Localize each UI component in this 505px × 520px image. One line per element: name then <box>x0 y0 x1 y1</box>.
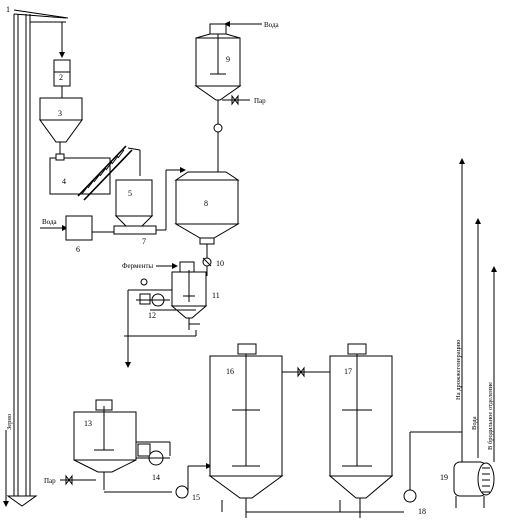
fermentation-tank-16 <box>208 343 330 518</box>
fermentation-tank-17 <box>328 343 394 518</box>
label-11: 11 <box>212 291 220 300</box>
valve-10 <box>202 257 212 276</box>
agitated-vessel-13 <box>60 399 172 493</box>
label-to-fermentation: В бродильное отделение <box>487 382 494 450</box>
label-10: 10 <box>216 259 224 268</box>
label-7: 7 <box>142 237 146 246</box>
label-steam-top: Пар <box>254 97 266 105</box>
label-9: 9 <box>226 55 230 64</box>
label-4: 4 <box>62 177 66 186</box>
label-13: 13 <box>84 419 92 428</box>
label-steam-bottom: Пар <box>44 477 56 485</box>
label-to-yeast-propagation: На дрожжегенерацию <box>455 339 462 400</box>
label-17: 17 <box>344 367 352 376</box>
pump-group-12 <box>124 278 197 366</box>
scale-bunker-3 <box>39 97 83 160</box>
label-grain: Зерно <box>6 414 13 430</box>
pump-group-14 <box>136 443 170 466</box>
label-18: 18 <box>418 507 426 516</box>
agitated-vessel-9 <box>194 21 262 172</box>
label-1: 1 <box>6 5 10 14</box>
label-19: 19 <box>440 473 448 482</box>
agitated-vessel-11 <box>150 261 208 330</box>
label-water-left: Вода <box>42 218 58 226</box>
pipeline-7 <box>113 167 186 235</box>
label-14: 14 <box>152 473 160 482</box>
premixer-4 <box>49 145 141 201</box>
bucket-elevator <box>6 9 69 507</box>
grain-arrow-icon <box>3 501 9 507</box>
water-tank-6 <box>40 215 118 241</box>
label-water-top: Вода <box>264 21 280 29</box>
pump-15 <box>175 463 212 499</box>
label-5: 5 <box>128 189 132 198</box>
heat-exchanger-19 <box>453 158 497 508</box>
label-16: 16 <box>226 367 234 376</box>
label-8: 8 <box>204 199 208 208</box>
flow-arrow-icon <box>125 362 131 368</box>
hopper-2 <box>53 59 71 98</box>
label-6: 6 <box>76 245 80 254</box>
pump-18 <box>246 431 462 513</box>
vessel-5 <box>114 179 154 229</box>
label-3: 3 <box>58 109 62 118</box>
label-2: 2 <box>59 73 63 82</box>
label-15: 15 <box>192 493 200 502</box>
label-enzymes: Ферменты <box>122 262 153 270</box>
main-tank-8 <box>174 171 240 262</box>
label-12: 12 <box>148 311 156 320</box>
label-water-out: Вода <box>471 416 478 430</box>
